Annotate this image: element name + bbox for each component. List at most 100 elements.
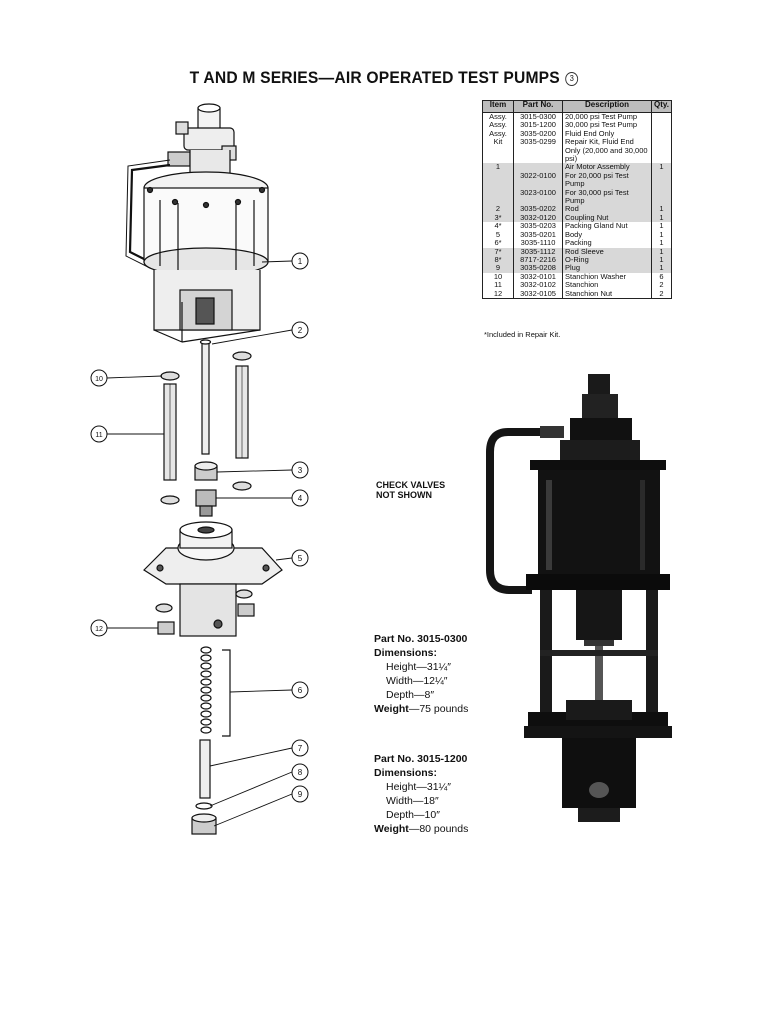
table-cell-qty: [651, 138, 672, 164]
spec-weight-value: —80 pounds: [408, 823, 469, 835]
repair-kit-footnote: *Included in Repair Kit.: [484, 330, 561, 339]
table-cell-desc: Stanchion Washer: [561, 272, 653, 282]
table-cell-desc: Packing Gland Nut: [561, 221, 653, 231]
table-cell-desc: Packing: [561, 238, 653, 248]
callout-2: 2: [298, 326, 303, 335]
spec-weight: Weight—80 pounds: [374, 822, 468, 836]
coupling-nut: [194, 461, 218, 481]
table-cell-qty: 1: [651, 238, 672, 248]
table-cell-part: 3023-0100: [513, 188, 563, 206]
table-cell-part: 3032-0105: [513, 289, 563, 299]
callout-6: 6: [298, 686, 303, 695]
stanchion-left: [160, 371, 180, 505]
table-cell-desc: Stanchion Nut: [561, 289, 653, 299]
table-cell-qty: 1: [651, 221, 672, 231]
packing-gland-nut: [195, 489, 217, 517]
header-qty: Qty.: [651, 100, 672, 113]
table-cell-qty: 2: [651, 289, 672, 299]
callout-9: 9: [298, 790, 303, 799]
plug: [191, 813, 217, 835]
spec-weight-label: Weight: [374, 703, 409, 715]
table-cell-desc: Air Motor Assembly: [561, 163, 653, 172]
table-cell-desc: O-Ring: [561, 255, 653, 265]
table-cell-qty: 1: [651, 163, 672, 172]
spec-weight-value: —75 pounds: [408, 703, 469, 715]
spec-part-no: Part No. 3015-1200: [374, 753, 468, 765]
table-cell-desc: Rod: [561, 205, 653, 214]
spec-height: Height—31¼″: [386, 661, 452, 673]
parts-table-header-row: Item Part No. Description Qty.: [482, 100, 672, 113]
callout-5: 5: [298, 554, 303, 563]
spec-depth: Depth—8″: [386, 689, 435, 701]
table-cell-qty: [651, 188, 672, 206]
o-ring: [195, 802, 213, 810]
pump-body: [143, 521, 283, 637]
callout-1: 1: [298, 257, 303, 266]
check-valves-note: CHECK VALVES NOT SHOWN: [376, 480, 445, 500]
table-cell-desc: Coupling Nut: [561, 213, 653, 223]
header-part-no: Part No.: [513, 100, 563, 113]
header-item: Item: [482, 100, 514, 113]
spec-depth: Depth—10″: [386, 809, 440, 821]
table-cell-item: [482, 188, 514, 206]
callout-7: 7: [298, 744, 303, 753]
check-valves-line-1: CHECK VALVES: [376, 480, 446, 490]
page-number-mark: 3: [565, 72, 579, 86]
table-cell-desc: Plug: [561, 263, 653, 273]
callout-11: 11: [95, 432, 102, 439]
parts-list-table: Item Part No. Description Qty. Assy.3015…: [482, 100, 672, 299]
spec-part-no: Part No. 3015-0300: [374, 633, 468, 645]
table-cell-qty: 6: [651, 272, 672, 282]
table-cell-desc: 30,000 psi Test Pump: [561, 120, 653, 130]
table-cell-item: 1: [482, 163, 514, 172]
table-cell-qty: 1: [651, 205, 672, 214]
spec-width: Width—12¼″: [386, 675, 448, 687]
spec-height: Height—31¼″: [386, 781, 452, 793]
table-cell-desc: 20,000 psi Test Pump: [561, 112, 653, 122]
air-motor-assembly: [125, 103, 269, 343]
check-valves-line-2: NOT SHOWN: [376, 490, 432, 500]
packing-stack: [200, 646, 231, 737]
table-cell-desc: For 20,000 psi Test Pump: [561, 171, 653, 189]
table-cell-qty: 1: [651, 247, 672, 256]
table-cell-desc: Body: [561, 230, 653, 240]
spec-weight: Weight—75 pounds: [374, 702, 468, 716]
spec-weight-label: Weight: [374, 823, 409, 835]
rod-part: [199, 339, 212, 455]
callout-4: 4: [298, 494, 303, 503]
spec-width: Width—18″: [386, 795, 439, 807]
table-cell-qty: 2: [651, 280, 672, 290]
table-cell-qty: [651, 171, 672, 189]
table-cell-desc: Repair Kit, Fluid End Only (20,000 and 3…: [561, 137, 653, 164]
table-cell-part: 3022-0100: [513, 171, 563, 189]
page-title-text: T AND M SERIES—AIR OPERATED TEST PUMPS: [189, 68, 560, 87]
spec-dimensions-label: Dimensions:: [374, 767, 438, 779]
table-cell-qty: [651, 112, 672, 122]
table-cell-qty: 1: [651, 230, 672, 240]
table-cell-qty: 1: [651, 213, 672, 223]
callout-3: 3: [298, 466, 303, 475]
page-title: T AND M SERIES—AIR OPERATED TEST PUMPS 3: [31, 68, 738, 88]
table-cell-desc: For 30,000 psi Test Pump: [561, 188, 653, 206]
spec-dimensions-label: Dimensions:: [374, 647, 438, 659]
spec-block-3015-0300: Part No. 3015-0300 Dimensions: Height—31…: [374, 632, 468, 716]
table-cell-qty: 1: [651, 263, 672, 273]
table-cell-desc: Rod Sleeve: [561, 247, 653, 256]
